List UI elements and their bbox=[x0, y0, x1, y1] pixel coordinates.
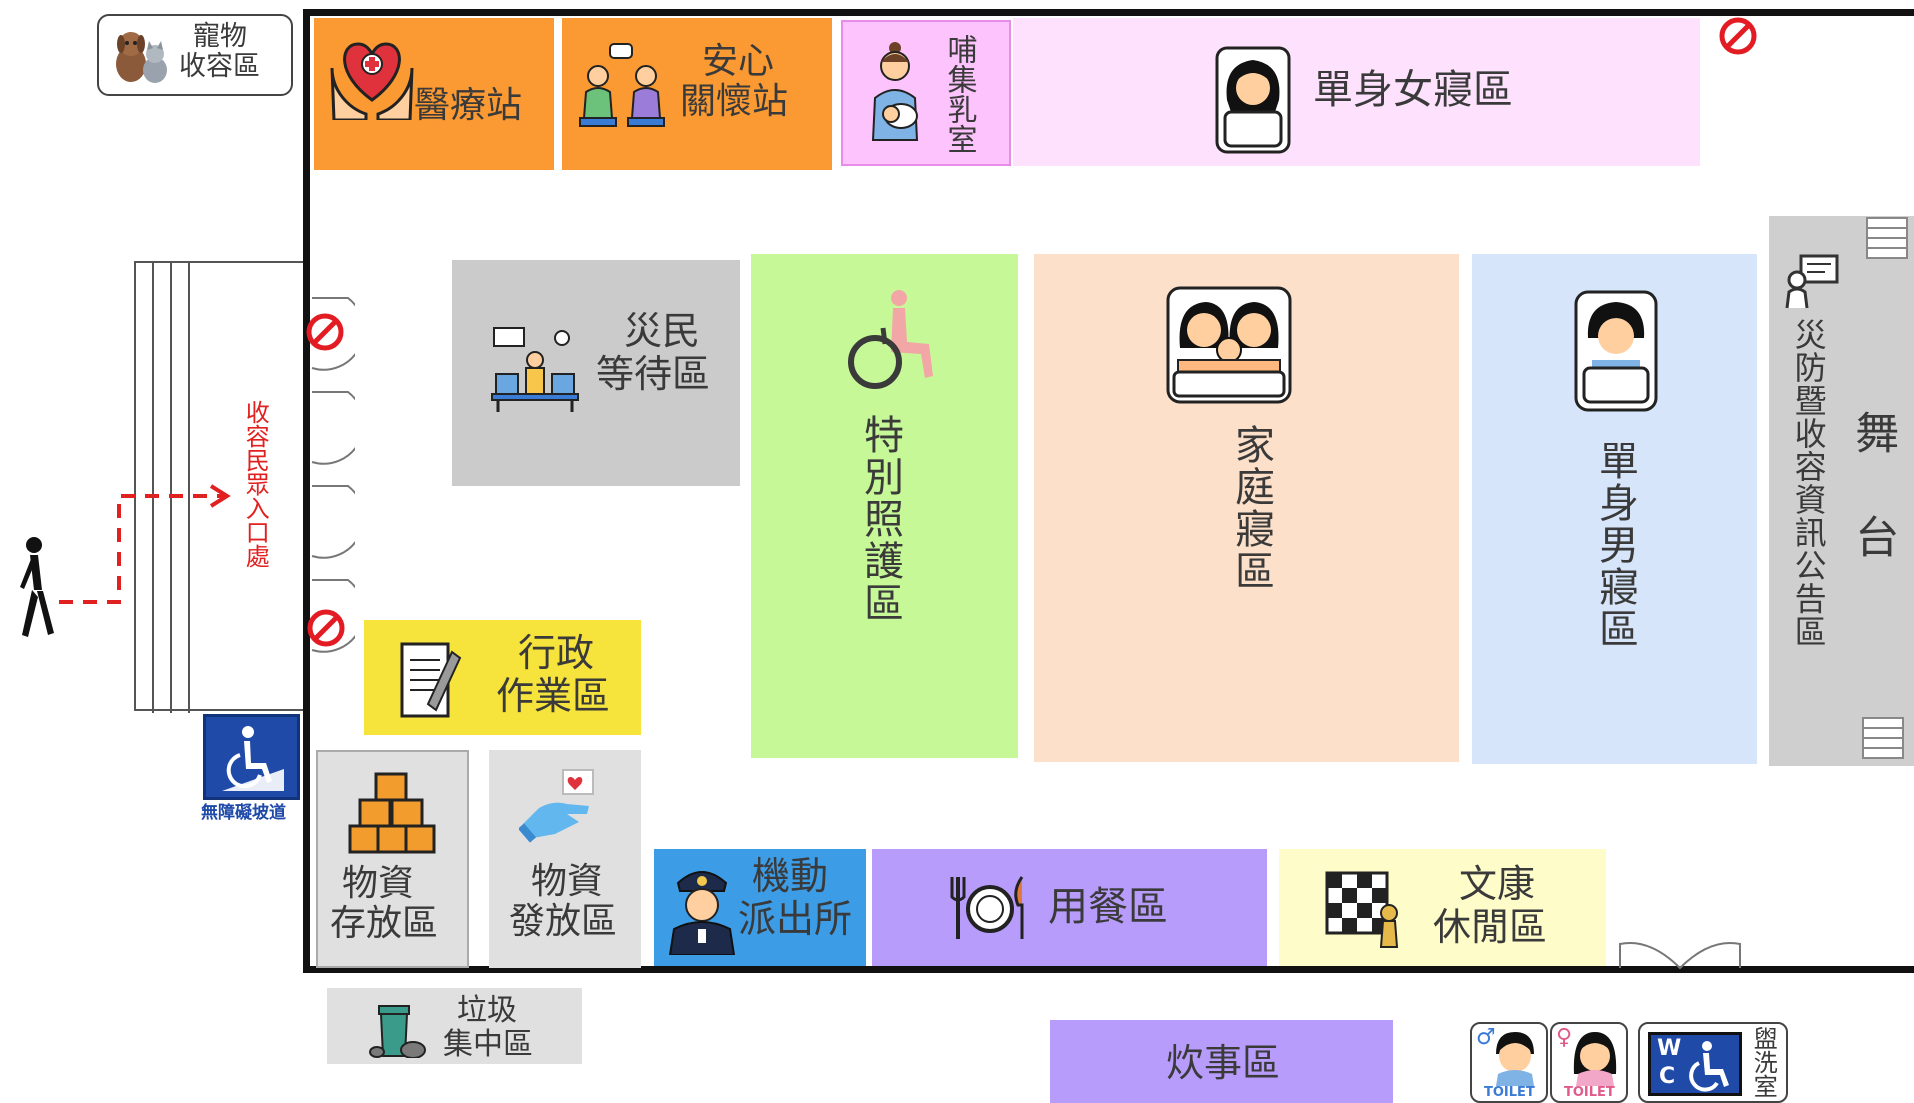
single-male-dorm: 單身男寢區 bbox=[1472, 254, 1757, 764]
recreation-area: 文康 休閒區 bbox=[1279, 849, 1606, 966]
care-label-1: 安心 bbox=[702, 41, 775, 82]
family-label: 家庭寢區 bbox=[1228, 424, 1274, 592]
no-entry-icon bbox=[306, 313, 344, 351]
stage: 災防暨收容資訊公告區 舞台 bbox=[1769, 216, 1914, 766]
special-care-area: 特別照護區 bbox=[751, 254, 1018, 758]
pet-dog-cat-icon bbox=[116, 32, 167, 83]
kitchen-label: 炊事區 bbox=[1166, 1041, 1281, 1085]
police-label-1: 機動 bbox=[752, 854, 829, 898]
female-toilet: ♀ TOILET bbox=[1550, 1022, 1628, 1103]
male-toilet: ♂ TOILET bbox=[1470, 1022, 1548, 1103]
pet-label-2: 收容區 bbox=[179, 51, 260, 83]
supply-storage: 物資 存放區 bbox=[316, 750, 469, 968]
chess-icon bbox=[1325, 871, 1399, 948]
medical-hands-icon bbox=[330, 42, 414, 120]
plate-cutlery-icon bbox=[950, 876, 1024, 939]
male-toilet-text: TOILET bbox=[1484, 1085, 1535, 1100]
police-label-2: 派出所 bbox=[738, 896, 853, 941]
care-station: 安心 關懷站 bbox=[562, 18, 832, 170]
entrance-path-arrow bbox=[59, 484, 231, 604]
pet-shelter-area: 寵物 收容區 bbox=[97, 14, 293, 96]
female-toilet-text: TOILET bbox=[1564, 1085, 1615, 1100]
nursing-room: 哺集乳室 bbox=[841, 20, 1011, 166]
wc-sign: W C bbox=[1648, 1032, 1742, 1096]
notepad-icon bbox=[400, 642, 462, 718]
walking-person-icon bbox=[20, 537, 54, 637]
wc-letter-w: W bbox=[1657, 1036, 1682, 1061]
shower-label: 盥洗室 bbox=[1749, 1026, 1778, 1098]
wheelchair-icon bbox=[1689, 1041, 1729, 1092]
accessible-toilet: W C 盥洗室 bbox=[1638, 1022, 1788, 1103]
garbage-label-1: 垃圾 bbox=[457, 993, 517, 1028]
entrance-label: 收容民眾入口處 bbox=[241, 400, 270, 568]
stage-label: 舞台 bbox=[1847, 410, 1899, 618]
stairs-icon bbox=[1866, 217, 1908, 259]
single-female-dorm: 單身女寢區 bbox=[1013, 18, 1700, 166]
wheelchair-sign-icon bbox=[222, 726, 284, 791]
male-symbol: ♂ bbox=[1476, 1025, 1496, 1050]
female-symbol: ♀ bbox=[1556, 1025, 1573, 1050]
care-label-2: 關懷站 bbox=[680, 81, 789, 123]
distribution-label-1: 物資 bbox=[531, 861, 604, 902]
family-bed-icon bbox=[1166, 286, 1292, 404]
storage-label-1: 物資 bbox=[342, 863, 415, 904]
breastfeeding-mother-icon bbox=[871, 42, 919, 141]
accessible-ramp bbox=[203, 714, 300, 800]
notice-board-icon bbox=[1785, 254, 1839, 309]
garbage-area: 垃圾 集中區 bbox=[327, 988, 582, 1064]
woman-face-icon bbox=[1573, 1032, 1617, 1086]
family-dorm: 家庭寢區 bbox=[1034, 254, 1459, 762]
recreation-label-1: 文康 bbox=[1459, 862, 1536, 906]
man-face-icon bbox=[1496, 1032, 1534, 1086]
admin-area: 行政 作業區 bbox=[364, 620, 641, 735]
ramp-label: 無障礙坡道 bbox=[201, 803, 286, 823]
trash-can-icon bbox=[369, 1005, 426, 1058]
entrance-doors bbox=[134, 261, 303, 713]
waiting-label-1: 災民 bbox=[624, 309, 701, 353]
door-swings bbox=[311, 297, 355, 653]
stairs-icon bbox=[1862, 717, 1904, 759]
medical-label: 醫療站 bbox=[414, 85, 523, 126]
admin-label-1: 行政 bbox=[518, 631, 595, 675]
giving-hand-icon bbox=[519, 769, 594, 843]
special-care-label: 特別照護區 bbox=[857, 414, 903, 624]
no-entry-icon bbox=[307, 609, 345, 647]
single-male-label: 單身男寢區 bbox=[1592, 440, 1638, 650]
nursing-label: 哺集乳室 bbox=[941, 34, 977, 154]
supply-distribution: 物資 發放區 bbox=[489, 750, 641, 968]
hall-outline bbox=[303, 9, 1914, 973]
police-station: 機動 派出所 bbox=[654, 849, 866, 966]
sleeping-man-icon bbox=[1574, 290, 1658, 412]
distribution-label-2: 發放區 bbox=[509, 901, 618, 943]
wheelchair-person-icon bbox=[848, 290, 933, 389]
waiting-label-2: 等待區 bbox=[596, 351, 711, 396]
kitchen-area: 炊事區 bbox=[1050, 1020, 1393, 1103]
police-officer-icon bbox=[668, 871, 736, 955]
notice-label: 災防暨收容資訊公告區 bbox=[1789, 318, 1828, 648]
dining-label: 用餐區 bbox=[1048, 884, 1168, 930]
dining-area: 用餐區 bbox=[872, 849, 1267, 966]
waiting-room-icon bbox=[491, 327, 579, 412]
boxes-icon bbox=[348, 772, 436, 854]
medical-station: 醫療站 bbox=[314, 18, 554, 170]
waiting-area: 災民 等待區 bbox=[452, 260, 740, 486]
garbage-label-2: 集中區 bbox=[443, 1026, 533, 1062]
admin-label-2: 作業區 bbox=[496, 673, 611, 718]
wc-letter-c: C bbox=[1659, 1064, 1676, 1089]
sleeping-woman-icon bbox=[1215, 46, 1291, 154]
consulting-people-icon bbox=[579, 43, 665, 127]
recreation-label-2: 休閒區 bbox=[1433, 904, 1548, 949]
no-entry-icon bbox=[1719, 17, 1757, 55]
pet-label-1: 寵物 bbox=[193, 21, 247, 52]
door-swing-bottom bbox=[1619, 942, 1741, 970]
storage-label-2: 存放區 bbox=[330, 903, 439, 945]
single-female-label: 單身女寢區 bbox=[1313, 67, 1513, 113]
